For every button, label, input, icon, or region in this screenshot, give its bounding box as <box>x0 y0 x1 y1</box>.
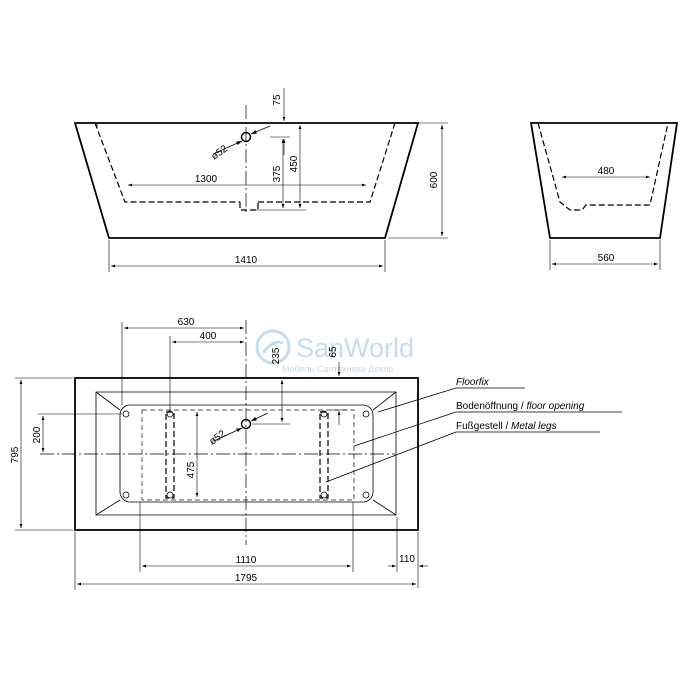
metal-leg-left <box>165 411 175 499</box>
side-view-inner-basin <box>94 122 396 203</box>
side-view-outline <box>73 122 420 239</box>
plan-dim-65: 65 <box>328 346 339 358</box>
side-dim-75: 75 <box>272 94 283 106</box>
plan-view: ø52 630 400 235 65 200 795 475 1110 <box>10 317 622 590</box>
end-dim-480: 480 <box>598 166 615 177</box>
metal-leg-right <box>319 411 329 499</box>
plan-dim-795: 795 <box>10 446 21 463</box>
plan-basin-bottom <box>119 404 374 503</box>
side-dim-1410: 1410 <box>235 255 258 266</box>
legend-floor-opening-de: Bodenöffnung / <box>456 401 526 412</box>
plan-dim-1110: 1110 <box>236 555 257 566</box>
watermark-tagline: Мебель Сантехника Декор <box>282 364 393 374</box>
watermark: SanWorld Мебель Сантехника Декор <box>255 329 414 374</box>
floor-opening <box>141 409 355 501</box>
legend-metal-legs-de: Fußgestell / <box>456 421 511 432</box>
legend-floor-opening: Bodenöffnung / floor opening <box>456 401 585 412</box>
end-view: 480 560 <box>529 122 679 270</box>
legend-floor-opening-en: floor opening <box>526 401 584 412</box>
plan-dim-475: 475 <box>186 461 197 478</box>
plan-dim-235: 235 <box>271 347 282 364</box>
plan-dim-d52: ø52 <box>207 428 228 447</box>
sanworld-logo-icon <box>255 329 291 365</box>
side-dim-450: 450 <box>289 155 300 172</box>
end-dim-560: 560 <box>598 253 615 264</box>
plan-dim-110: 110 <box>399 554 415 565</box>
plan-dim-1795: 1795 <box>235 573 258 584</box>
side-view: ø52 75 375 450 600 1300 1410 <box>73 88 448 272</box>
side-dim-d52: ø52 <box>209 143 230 162</box>
plan-dim-400: 400 <box>200 331 217 342</box>
side-dim-375: 375 <box>272 165 283 182</box>
end-view-outline <box>529 122 679 239</box>
end-view-inner-basin <box>537 122 669 211</box>
watermark-brand: SanWorld <box>296 333 414 363</box>
plan-dim-630: 630 <box>178 317 195 328</box>
legend: Floorfix Bodenöffnung / floor opening Fu… <box>325 377 622 483</box>
legend-floorfix: Floorfix <box>456 377 490 388</box>
side-dim-600: 600 <box>429 171 440 188</box>
floorfix-point-icon <box>122 410 130 418</box>
legend-metal-legs: Fußgestell / Metal legs <box>456 421 557 432</box>
legend-metal-legs-en: Metal legs <box>511 421 557 432</box>
plan-dim-200: 200 <box>32 426 43 443</box>
side-dim-1300: 1300 <box>195 174 218 185</box>
